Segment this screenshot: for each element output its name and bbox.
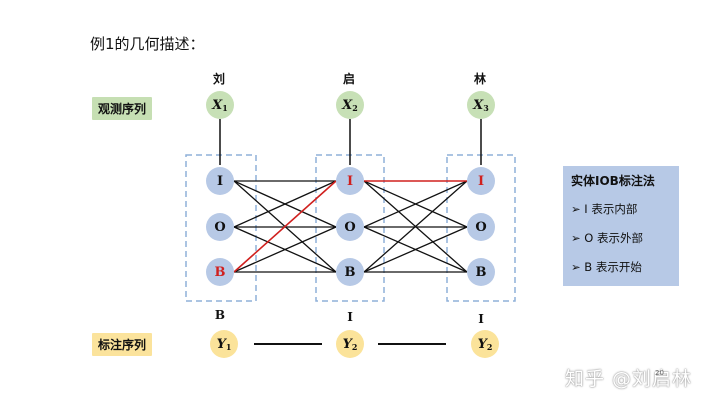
column-box-1: [185, 154, 257, 302]
state-node-i-3: I: [467, 167, 495, 195]
character-2: 启: [342, 72, 355, 86]
state-node-o-2: O: [336, 213, 364, 241]
iob-legend: 实体IOB标注法 ➢ I 表示内部 ➢ O 表示外部 ➢ B 表示开始: [563, 166, 679, 286]
observation-sequence-label: 观测序列: [92, 97, 153, 120]
state-node-o-1: O: [206, 213, 234, 241]
character-1: 刘: [212, 72, 225, 86]
tag-2: I: [347, 310, 353, 324]
state-node-i-1: I: [206, 167, 234, 195]
page-title: 例1的几何描述：: [90, 35, 205, 53]
state-node-i-2: I: [336, 167, 364, 195]
legend-item-outside: ➢ O 表示外部: [571, 231, 643, 245]
legend-item-inside: ➢ I 表示内部: [571, 202, 638, 216]
watermark: 知乎 @刘启林: [565, 368, 693, 390]
state-node-b-3: B: [467, 258, 495, 286]
state-node-b-2: B: [336, 258, 364, 286]
legend-item-begin: ➢ B 表示开始: [571, 260, 642, 274]
tagging-sequence-label: 标注序列: [92, 333, 153, 356]
legend-title: 实体IOB标注法: [571, 174, 655, 188]
state-node-b-1: B: [206, 258, 234, 286]
tag-1: B: [214, 308, 226, 322]
path-b-to-i: [233, 180, 337, 273]
tag-3: I: [478, 312, 484, 326]
page-number: 20: [655, 369, 664, 377]
state-node-o-3: O: [467, 213, 495, 241]
character-3: 林: [473, 72, 486, 86]
